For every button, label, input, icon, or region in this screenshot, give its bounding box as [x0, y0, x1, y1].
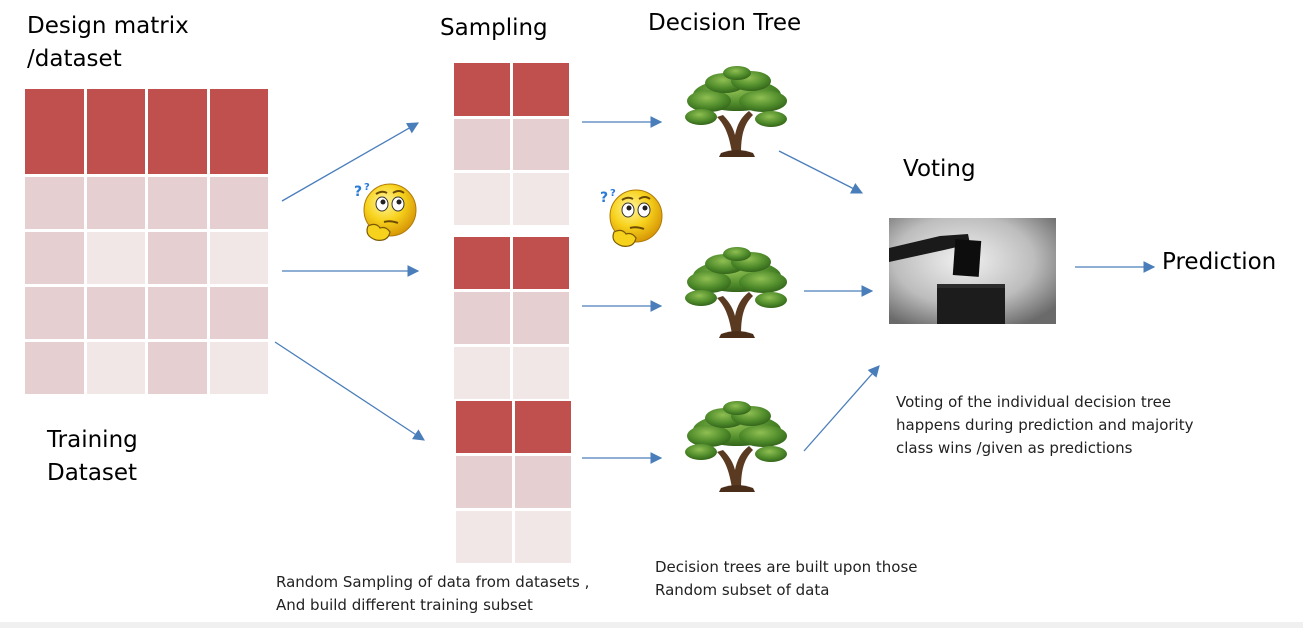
- subset-cell: [513, 347, 569, 399]
- subset-cell: [515, 511, 571, 563]
- matrix-cell: [25, 342, 84, 394]
- matrix-cell: [209, 89, 268, 174]
- tree-icon: [685, 401, 787, 492]
- subset-cell: [513, 292, 569, 344]
- training-dataset-label: Training Dataset: [47, 427, 138, 486]
- sample-subset-2: [454, 237, 569, 399]
- tree-note: Decision trees are built upon those Rand…: [655, 558, 918, 599]
- matrix-cell: [25, 232, 84, 284]
- subset-cell: [515, 456, 571, 508]
- bottom-strip: [0, 622, 1303, 628]
- subset-cell: [454, 63, 510, 116]
- matrix-cell: [209, 342, 268, 394]
- voting-title: Voting: [903, 156, 976, 182]
- design-matrix-title: Design matrix /dataset: [27, 13, 189, 72]
- arrow-tree-1-to-voting: [778, 150, 864, 194]
- matrix-cell: [148, 177, 207, 229]
- matrix-cell: [25, 177, 84, 229]
- arrow-matrix-to-subset-1: [281, 122, 420, 202]
- sampling-note: Random Sampling of data from datasets , …: [276, 573, 590, 614]
- arrow-matrix-to-subset-3: [274, 341, 425, 441]
- sample-subset-3: [456, 401, 571, 563]
- matrix-cell: [25, 89, 84, 174]
- arrow-tree-3-to-voting: [803, 365, 880, 452]
- thinking-face-icon: [353, 181, 417, 242]
- matrix-cell: [209, 287, 268, 339]
- subset-cell: [456, 456, 512, 508]
- subset-cell: [454, 173, 510, 225]
- subset-cell: [513, 237, 569, 289]
- matrix-cell: [86, 342, 145, 394]
- matrix-cell: [148, 287, 207, 339]
- subset-cell: [513, 63, 569, 116]
- subset-cell: [513, 173, 569, 225]
- matrix-cell: [148, 342, 207, 394]
- sample-subset-1: [454, 63, 569, 225]
- tree-icon: [685, 247, 787, 338]
- matrix-cell: [209, 177, 268, 229]
- decision-tree-title: Decision Tree: [648, 10, 802, 36]
- subset-cell: [454, 237, 510, 289]
- design-matrix-grid: [25, 89, 268, 394]
- matrix-cell: [25, 287, 84, 339]
- subset-cell: [513, 119, 569, 170]
- subset-cell: [454, 347, 510, 399]
- subset-cell: [456, 401, 512, 453]
- matrix-cell: [86, 287, 145, 339]
- sampling-title: Sampling: [440, 15, 548, 41]
- matrix-cell: [148, 232, 207, 284]
- matrix-cell: [86, 89, 145, 174]
- subset-cell: [454, 119, 510, 170]
- matrix-cell: [209, 232, 268, 284]
- voting-note: Voting of the individual decision tree h…: [896, 393, 1194, 457]
- matrix-cell: [86, 232, 145, 284]
- matrix-cell: [148, 89, 207, 174]
- thinking-face-icon: [599, 187, 663, 248]
- ballot-box-image: [889, 218, 1056, 324]
- matrix-cell: [86, 177, 145, 229]
- tree-icon: [685, 66, 787, 157]
- subset-cell: [515, 401, 571, 453]
- subset-cell: [456, 511, 512, 563]
- subset-cell: [454, 292, 510, 344]
- prediction-label: Prediction: [1162, 249, 1277, 275]
